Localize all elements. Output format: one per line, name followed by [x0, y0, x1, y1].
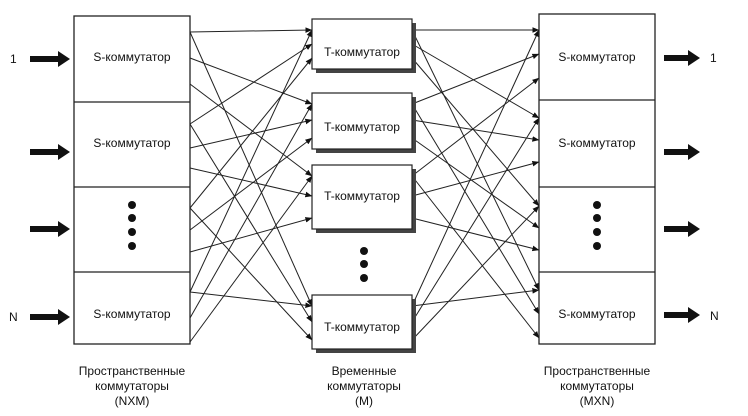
connection-wire	[189, 31, 313, 307]
ellipsis-dot	[593, 242, 601, 250]
connection-wire	[189, 57, 313, 105]
caption-line: Пространственные	[544, 364, 651, 378]
connection-wire	[411, 29, 540, 307]
output-last-label: N	[710, 309, 719, 323]
ellipsis-dot	[593, 228, 601, 236]
connection-wire	[189, 118, 313, 149]
output-switch-label: S-коммутатор	[558, 136, 636, 150]
connection-wire	[189, 27, 313, 33]
connection-wire	[411, 77, 540, 177]
output-switch-label: S-коммутатор	[558, 50, 636, 64]
ellipsis-dot	[593, 201, 601, 209]
input-last-label: N	[9, 310, 18, 324]
input-switch-label: S-коммутатор	[93, 136, 171, 150]
ellipsis-dot	[128, 201, 136, 209]
connection-wire	[411, 119, 540, 142]
caption-line: (MXN)	[580, 394, 615, 408]
input-arrow-icon	[30, 221, 70, 237]
interconnection-wires	[189, 27, 540, 343]
connection-wire	[411, 205, 540, 341]
output-space-switch-stage: S-коммутатор S-коммутатор S-коммутатор	[538, 13, 656, 345]
connection-wire	[411, 137, 540, 229]
connection-wire	[411, 117, 540, 323]
input-stage-caption: Пространственные коммутаторы (NXM)	[79, 364, 186, 408]
time-switch-stage: T-коммутатор T-коммутатор T-коммутатор T…	[311, 18, 416, 353]
output-arrow-icon	[664, 50, 700, 66]
connection-wire	[411, 57, 540, 207]
connection-wire	[189, 83, 313, 177]
input-ellipsis-dots	[128, 201, 136, 250]
output-ellipsis-dots	[593, 201, 601, 250]
caption-line: коммутаторы	[95, 379, 169, 393]
connection-wire	[189, 57, 313, 209]
ellipsis-dot	[360, 247, 368, 255]
connection-wire	[189, 103, 313, 319]
time-switch-box	[311, 18, 413, 70]
time-switch-label: T-коммутатор	[324, 45, 400, 59]
connection-wire	[189, 175, 313, 343]
output-arrow-icon	[664, 144, 700, 160]
connection-wire	[189, 43, 313, 125]
time-switch-box	[311, 164, 413, 230]
output-arrows: 1 N	[664, 50, 719, 323]
ellipsis-dot	[360, 260, 368, 268]
time-switch-box	[311, 294, 413, 350]
connection-wire	[411, 288, 540, 307]
ellipsis-dot	[128, 242, 136, 250]
caption-line: коммутаторы	[327, 379, 401, 393]
input-space-switch-stage: S-коммутатор S-коммутатор S-коммутатор	[73, 15, 191, 345]
caption-line: Пространственные	[79, 364, 186, 378]
time-switch-label: T-коммутатор	[324, 120, 400, 134]
output-arrow-icon	[664, 221, 700, 237]
connection-wire	[411, 217, 540, 252]
input-switch-label: S-коммутатор	[93, 50, 171, 64]
connection-wire	[189, 29, 313, 293]
output-stage-caption: Пространственные коммутаторы (MXN)	[544, 364, 651, 408]
middle-stage-caption: Временные коммутаторы (M)	[327, 364, 401, 408]
output-first-label: 1	[710, 51, 717, 65]
connection-wire	[411, 161, 540, 197]
caption-line: (M)	[355, 394, 373, 408]
output-arrow-icon	[664, 307, 700, 323]
input-arrow-icon	[30, 51, 70, 67]
output-stage-frame	[538, 13, 656, 345]
connection-wire	[411, 29, 540, 291]
caption-line: коммутаторы	[560, 379, 634, 393]
connection-wire	[411, 175, 540, 339]
middle-ellipsis-dots	[360, 247, 368, 282]
input-first-label: 1	[10, 52, 17, 66]
output-switch-label: S-коммутатор	[558, 307, 636, 321]
caption-line: Временные	[332, 364, 397, 378]
connection-wire	[189, 291, 313, 309]
input-arrow-icon	[30, 144, 70, 160]
connection-wire	[411, 103, 540, 315]
time-switch-label: T-коммутатор	[324, 189, 400, 203]
connection-wire	[189, 207, 313, 341]
connection-wire	[189, 123, 313, 323]
input-switch-label: S-коммутатор	[93, 307, 171, 321]
time-switch-box	[311, 92, 413, 150]
connection-wire	[189, 167, 313, 198]
input-arrows: 1 N	[9, 51, 70, 325]
connection-wire	[189, 217, 313, 253]
ellipsis-dot	[360, 274, 368, 282]
connection-wire	[411, 43, 540, 119]
time-switch-label: T-коммутатор	[324, 320, 400, 334]
caption-line: (NXM)	[115, 394, 150, 408]
connection-wire	[411, 53, 540, 105]
connection-wire	[189, 137, 313, 231]
ellipsis-dot	[593, 214, 601, 222]
input-arrow-icon	[30, 309, 70, 325]
ellipsis-dot	[128, 228, 136, 236]
input-stage-frame	[73, 15, 191, 345]
ellipsis-dot	[128, 214, 136, 222]
